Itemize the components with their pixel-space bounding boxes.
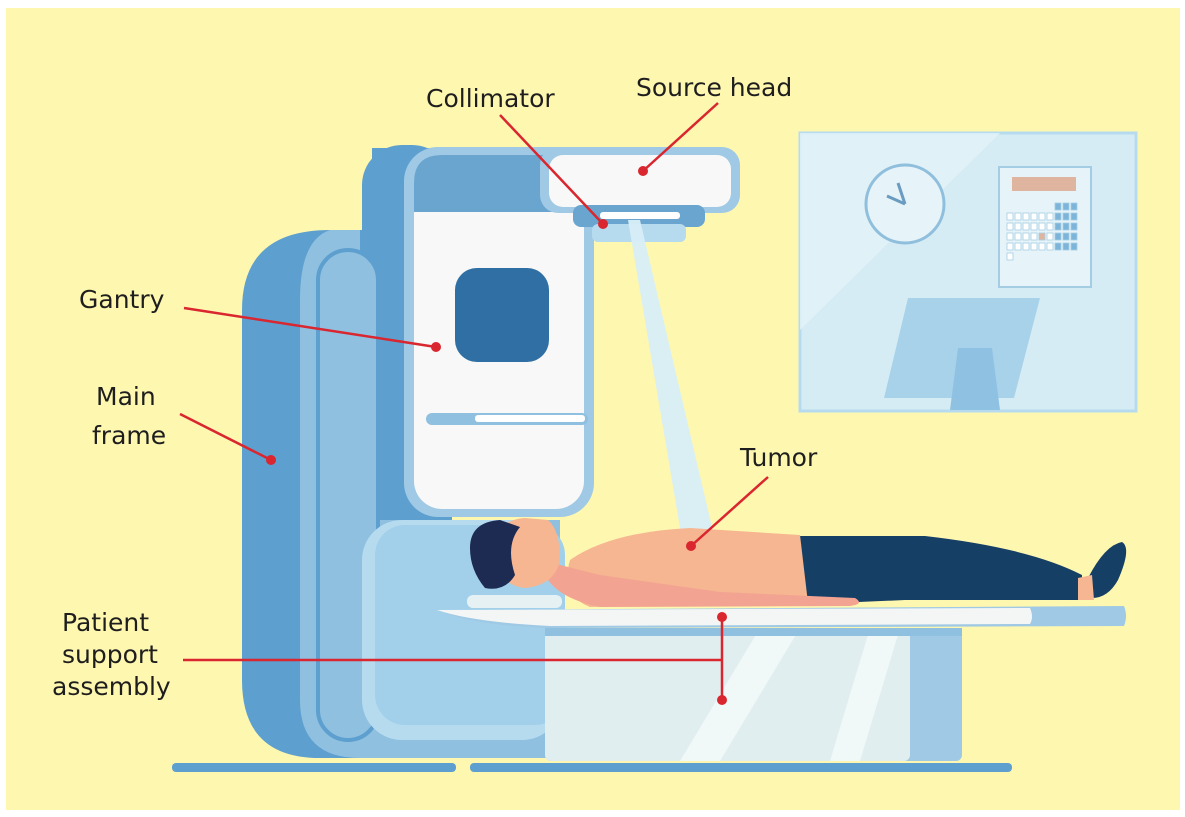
calendar-cell <box>1007 233 1013 240</box>
calendar-cell <box>1063 213 1069 220</box>
calendar-cell <box>1055 203 1061 210</box>
calendar-cell <box>1047 223 1053 230</box>
calendar-cell <box>1039 233 1045 240</box>
calendar-cell <box>1055 223 1061 230</box>
calendar-cell <box>1039 223 1045 230</box>
calendar-cell <box>1015 213 1021 220</box>
calendar-cell <box>1063 243 1069 250</box>
calendar-cell <box>1047 233 1053 240</box>
calendar-cell <box>1047 243 1053 250</box>
calendar-cell <box>1007 213 1013 220</box>
label-collimator: Collimator <box>426 84 555 113</box>
calendar-cell <box>1055 243 1061 250</box>
calendar-cell <box>1055 213 1061 220</box>
label-gantry: Gantry <box>79 285 165 314</box>
label-main-frame-line1: Main <box>96 382 156 411</box>
calendar-cell <box>1023 223 1029 230</box>
source-head <box>540 147 740 213</box>
calendar-cell <box>1023 233 1029 240</box>
label-source-head: Source head <box>636 73 792 102</box>
calendar-cell <box>1071 233 1077 240</box>
calendar-cell <box>1055 233 1061 240</box>
calendar-cell <box>1031 243 1037 250</box>
calendar-cell <box>1039 243 1045 250</box>
calendar-cell <box>1063 223 1069 230</box>
calendar-cell <box>1015 233 1021 240</box>
calendar-cell <box>1071 223 1077 230</box>
calendar-cell <box>1007 223 1013 230</box>
calendar-cell <box>1007 243 1013 250</box>
label-patient-support-line2: support <box>62 640 158 669</box>
label-patient-support-line1: Patient <box>62 608 149 637</box>
wall-clock-icon <box>866 165 944 243</box>
wall-window <box>800 133 1136 411</box>
calendar-cell <box>1015 243 1021 250</box>
wall-calendar-icon <box>999 167 1091 287</box>
calendar-cell <box>1031 223 1037 230</box>
calendar-cell <box>1071 213 1077 220</box>
label-patient-support-line3: assembly <box>52 672 171 701</box>
calendar-cell <box>1015 223 1021 230</box>
calendar-cell <box>1039 213 1045 220</box>
calendar-cell <box>1031 233 1037 240</box>
calendar-cell <box>1007 253 1013 260</box>
label-main-frame-line2: frame <box>92 421 166 450</box>
label-tumor: Tumor <box>739 443 818 472</box>
calendar-cell <box>1031 213 1037 220</box>
calendar-cell <box>1047 213 1053 220</box>
calendar-cell <box>1023 213 1029 220</box>
calendar-cell <box>1063 203 1069 210</box>
calendar-cell <box>1063 233 1069 240</box>
calendar-cell <box>1071 243 1077 250</box>
floor-rails <box>172 763 1012 772</box>
calendar-cell <box>1071 203 1077 210</box>
calendar-cell <box>1023 243 1029 250</box>
